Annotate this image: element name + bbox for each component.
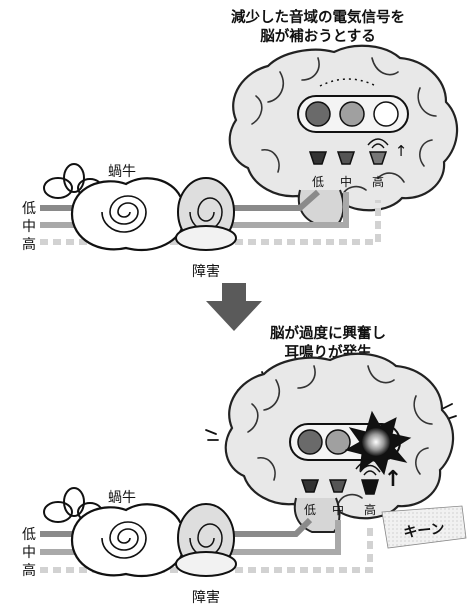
bottom-lamp-low bbox=[300, 479, 320, 493]
top-label-low: 低 bbox=[22, 201, 36, 217]
top-lamp-low bbox=[308, 151, 328, 165]
transition-arrow bbox=[206, 283, 262, 331]
bottom-boost-arrow: ↑ bbox=[384, 467, 402, 492]
top-lamp-mid bbox=[336, 151, 356, 165]
panel-bottom: 脳が過度に興奮し 耳鳴りが発生 bbox=[22, 324, 467, 606]
bottom-lamp-mid bbox=[328, 479, 348, 493]
top-brain-label-mid: 中 bbox=[340, 174, 352, 189]
bottom-label-high: 高 bbox=[22, 562, 36, 579]
top-boost-arrow: ↑ bbox=[395, 142, 408, 160]
top-caption-line2: 脳が補おうとする bbox=[260, 27, 376, 45]
bottom-light-mid bbox=[325, 429, 351, 455]
top-damage-label: 障害 bbox=[192, 264, 220, 280]
bottom-brain-label-low: 低 bbox=[304, 503, 316, 517]
top-lamp-high bbox=[368, 151, 388, 165]
panel-top: 減少した音域の電気信号を 脳が補おうとする ↑ 低 中 bbox=[22, 8, 459, 280]
top-lamps bbox=[308, 138, 389, 165]
bottom-explosion-burst bbox=[344, 410, 412, 476]
top-caption-line1: 減少した音域の電気信号を bbox=[231, 8, 405, 26]
top-light-mid bbox=[339, 101, 365, 127]
top-brain-label-low: 低 bbox=[312, 175, 324, 189]
top-cochlea-label: 蝸牛 bbox=[108, 164, 136, 180]
bottom-lamps bbox=[300, 459, 385, 495]
top-label-mid: 中 bbox=[22, 219, 36, 235]
tinnitus-sound-box: キーン bbox=[381, 505, 467, 549]
bottom-lamp-high bbox=[361, 479, 379, 495]
top-light-high bbox=[373, 101, 399, 127]
top-brain-label-high: 高 bbox=[372, 174, 384, 189]
bottom-cochlea-label: 蝸牛 bbox=[108, 490, 136, 506]
bottom-damage-label: 障害 bbox=[192, 590, 220, 606]
top-indicator-panel bbox=[297, 95, 409, 133]
top-light-low bbox=[305, 101, 331, 127]
bottom-light-low bbox=[297, 429, 323, 455]
bottom-brain-label-mid: 中 bbox=[332, 502, 344, 517]
bottom-label-mid: 中 bbox=[22, 545, 36, 561]
tinnitus-sound-text: キーン bbox=[403, 521, 446, 541]
top-label-high: 高 bbox=[22, 236, 36, 253]
bottom-caption-line1: 脳が過度に興奮し bbox=[270, 324, 386, 342]
top-inner-ear bbox=[43, 163, 237, 252]
bottom-brain-label-high: 高 bbox=[364, 502, 376, 517]
bottom-inner-ear bbox=[43, 487, 237, 578]
bottom-label-low: 低 bbox=[22, 527, 36, 543]
